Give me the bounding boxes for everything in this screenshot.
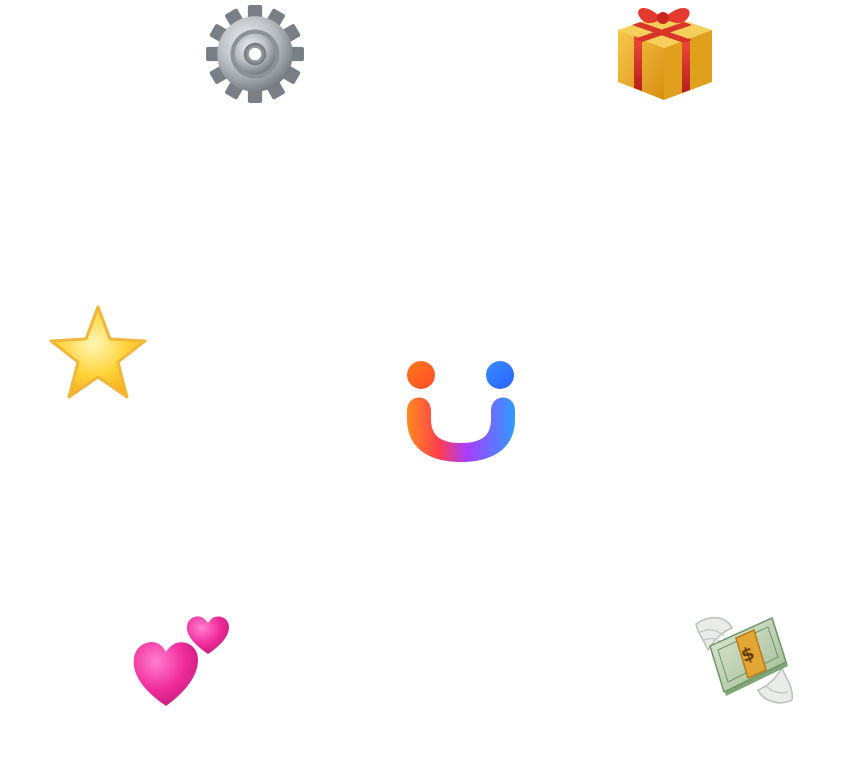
gift-icon [618,8,712,100]
money-with-wings-icon: $ [695,616,794,704]
two-hearts-icon [133,616,229,706]
star-icon [49,305,147,399]
smile-u-logo [407,361,515,462]
gear-icon [206,5,304,103]
